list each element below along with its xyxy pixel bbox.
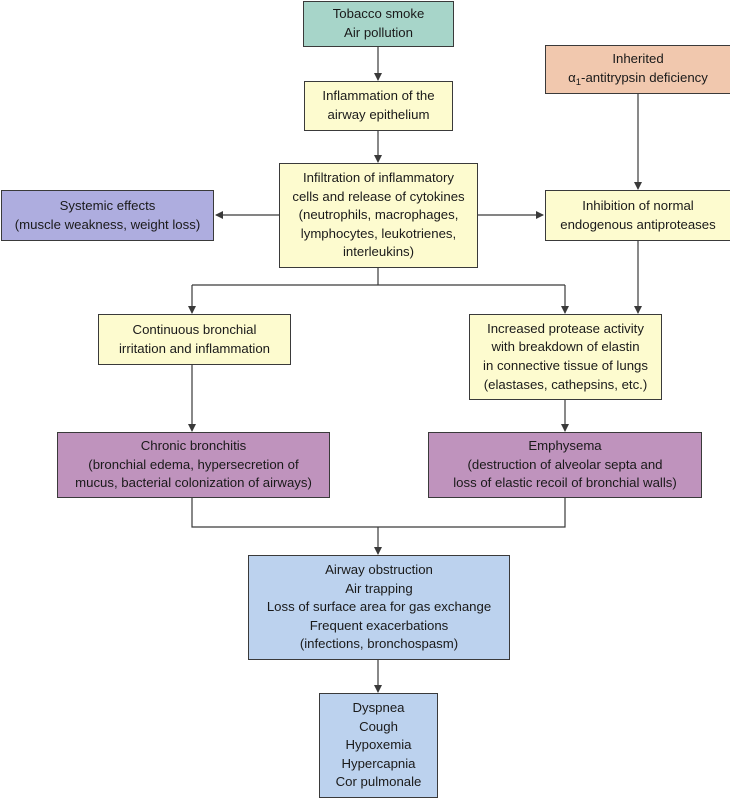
symptom-text: Hypoxemia <box>345 737 412 753</box>
chronic-bronchitis-box: Chronic bronchitis (bronchial edema, hyp… <box>57 432 330 498</box>
infiltration-text: interleukins) <box>342 244 415 260</box>
protease-box: Increased protease activity with breakdo… <box>469 314 662 400</box>
inherited-deficiency-text: α1-antitrypsin deficiency <box>568 69 708 90</box>
symptoms-box: Dyspnea Cough Hypoxemia Hypercapnia Cor … <box>319 693 438 798</box>
infiltration-text: cells and release of cytokines <box>292 188 465 204</box>
bronchial-irritation-text: Continuous bronchial <box>132 321 257 337</box>
airway-obstruction-box: Airway obstruction Air trapping Loss of … <box>248 555 510 660</box>
obstruction-text: Airway obstruction <box>325 562 433 578</box>
emphysema-text: loss of elastic recoil of bronchial wall… <box>453 475 677 491</box>
inherited-box: Inherited α1-antitrypsin deficiency <box>545 45 730 94</box>
inhibition-box: Inhibition of normal endogenous antiprot… <box>545 190 730 241</box>
infiltration-box: Infiltration of inflammatory cells and r… <box>279 163 478 268</box>
symptom-text: Cough <box>359 718 398 734</box>
bronchitis-text: mucus, bacterial colonization of airways… <box>75 475 312 491</box>
systemic-text: Systemic effects <box>59 197 156 213</box>
protease-text: Increased protease activity <box>487 320 644 336</box>
symptom-text: Cor pulmonale <box>335 774 422 790</box>
merge-line-diseases <box>191 498 566 528</box>
bronchial-irritation-box: Continuous bronchial irritation and infl… <box>98 314 291 365</box>
inflammation-text: airway epithelium <box>327 107 430 122</box>
causes-text: Tobacco smoke <box>332 6 425 22</box>
protease-text: (elastases, cathepsins, etc.) <box>483 376 648 392</box>
inherited-text: Inherited <box>612 50 664 66</box>
obstruction-text: Frequent exacerbations <box>309 617 449 633</box>
bronchitis-text: Chronic bronchitis <box>140 438 247 454</box>
obstruction-text: Loss of surface area for gas exchange <box>266 599 492 615</box>
alpha-subscript: 1 <box>575 76 582 88</box>
inherited-deficiency-rest: -antitrypsin deficiency <box>581 69 708 85</box>
emphysema-text: (destruction of alveolar septa and <box>467 456 663 472</box>
emphysema-box: Emphysema (destruction of alveolar septa… <box>428 432 702 498</box>
symptom-text: Dyspnea <box>352 700 405 716</box>
infiltration-text: lymphocytes, leukotrienes, <box>300 225 457 241</box>
inhibition-text: Inhibition of normal <box>582 197 694 213</box>
inhibition-text: endogenous antiproteases <box>560 216 716 232</box>
bronchitis-text: (bronchial edema, hypersecretion of <box>88 456 299 472</box>
infiltration-text: Infiltration of inflammatory <box>303 170 454 186</box>
obstruction-text: Air trapping <box>345 580 413 596</box>
systemic-effects-box: Systemic effects (muscle weakness, weigh… <box>1 190 214 241</box>
causes-box: Tobacco smoke Air pollution <box>303 1 454 47</box>
split-line-infiltration <box>192 268 565 286</box>
protease-text: in connective tissue of lungs <box>483 358 648 373</box>
alpha-symbol: α <box>568 69 576 85</box>
infiltration-text: (neutrophils, macrophages, <box>298 207 459 223</box>
emphysema-text: Emphysema <box>528 438 602 454</box>
inflammation-text: Inflammation of the <box>322 88 435 104</box>
symptom-text: Hypercapnia <box>341 755 416 771</box>
obstruction-text: (infections, bronchospasm) <box>299 636 459 652</box>
systemic-text: (muscle weakness, weight loss) <box>14 216 201 232</box>
protease-text: with breakdown of elastin <box>491 339 640 355</box>
bronchial-irritation-text: irritation and inflammation <box>119 340 270 356</box>
causes-text: Air pollution <box>344 25 413 40</box>
inflammation-box: Inflammation of the airway epithelium <box>304 81 453 131</box>
